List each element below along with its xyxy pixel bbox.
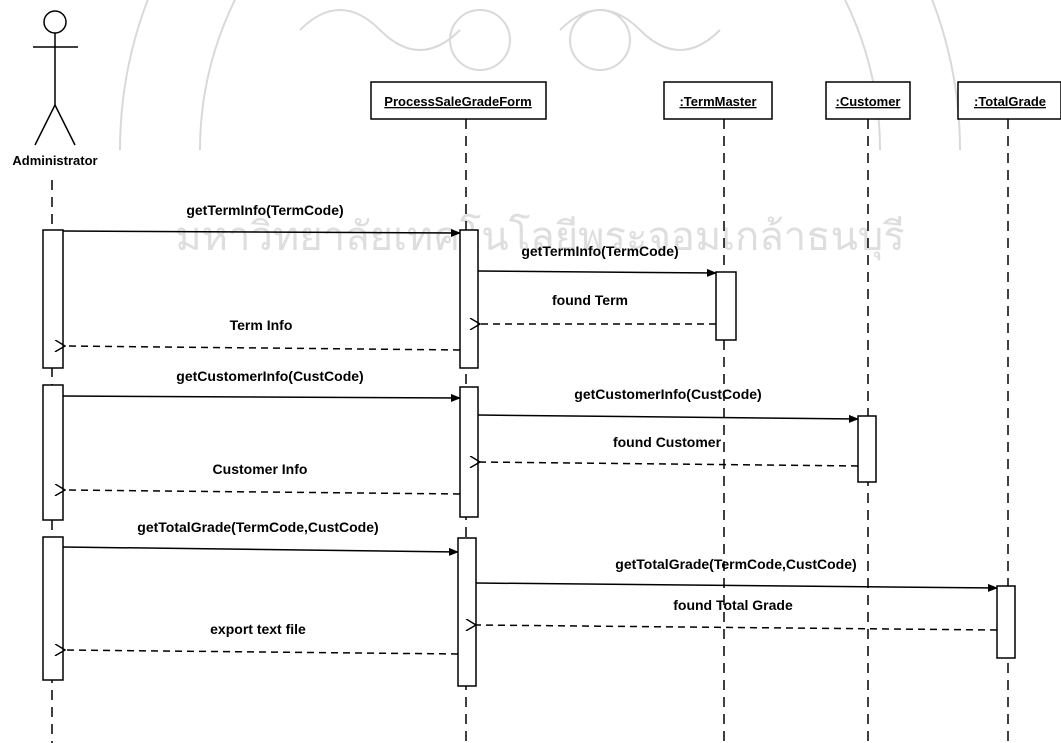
message-arrow-m8 — [65, 490, 461, 494]
activation-psgf-2 — [459, 386, 479, 518]
message-label-m4: Term Info — [230, 317, 293, 333]
object-label-customer: :Customer — [835, 94, 900, 109]
activation-customer — [857, 415, 877, 483]
activation-admin-3 — [42, 536, 64, 681]
message-label-m2: getTermInfo(TermCode) — [521, 243, 678, 259]
message-arrow-m2 — [477, 268, 717, 277]
object-header-customer: :Customer — [825, 81, 911, 120]
message-label-m8: Customer Info — [213, 461, 308, 477]
actor-head-icon — [43, 10, 67, 34]
message-arrow-m10 — [475, 582, 998, 592]
message-label-m6: getCustomerInfo(CustCode) — [574, 386, 761, 402]
message-label-m1: getTermInfo(TermCode) — [186, 202, 343, 218]
object-label-termmaster: :TermMaster — [679, 94, 756, 109]
message-label-m9: getTotalGrade(TermCode,CustCode) — [137, 519, 378, 535]
watermark-text: มหาวิทยาลัยเทคโนโลยีพระจอมเกล้าธนบุรี — [175, 214, 905, 261]
message-arrow-m6 — [477, 414, 859, 423]
message-label-m11: found Total Grade — [673, 597, 793, 613]
message-arrow-m5 — [62, 393, 461, 402]
message-label-m12: export text file — [210, 621, 306, 637]
object-label-psgf: ProcessSaleGradeForm — [384, 94, 531, 109]
message-label-m10: getTotalGrade(TermCode,CustCode) — [615, 556, 856, 572]
message-arrow-m1 — [62, 228, 461, 237]
object-header-psgf: ProcessSaleGradeForm — [370, 81, 547, 120]
message-arrow-m4 — [65, 346, 461, 350]
message-label-m5: getCustomerInfo(CustCode) — [176, 368, 363, 384]
message-arrow-m12 — [65, 650, 459, 654]
activation-admin-2 — [42, 384, 64, 521]
activation-psgf-1 — [459, 229, 479, 369]
activation-psgf-3 — [457, 537, 477, 687]
message-arrow-m11 — [476, 625, 998, 630]
actor-label: Administrator — [12, 153, 97, 168]
message-arrow-m7 — [480, 462, 859, 466]
object-header-totalgrade: :TotalGrade — [957, 81, 1061, 120]
message-label-m3: found Term — [552, 292, 628, 308]
actor-administrator: Administrator — [12, 10, 98, 168]
object-header-termmaster: :TermMaster — [663, 81, 773, 120]
activation-totalgrade — [996, 585, 1016, 659]
activation-termmaster — [715, 271, 737, 341]
message-label-m7: found Customer — [613, 434, 722, 450]
object-label-totalgrade: :TotalGrade — [974, 94, 1046, 109]
activation-admin-1 — [42, 229, 64, 369]
message-arrow-m9 — [62, 546, 459, 556]
watermark-seal: มหาวิทยาลัยเทคโนโลยีพระจอมเกล้าธนบุรี — [119, 0, 961, 261]
